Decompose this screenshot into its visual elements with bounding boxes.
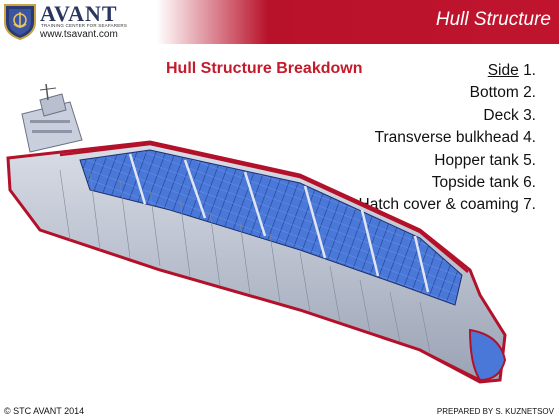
shield-logo-icon	[4, 4, 36, 40]
legend-label: Side	[487, 62, 519, 79]
side-frames	[59, 169, 431, 353]
header-bar	[0, 0, 559, 44]
bow-bulb	[468, 328, 507, 382]
superstructure	[21, 83, 83, 153]
legend-number: 1.	[523, 62, 536, 79]
legend-number: 4.	[523, 129, 536, 147]
legend-label: Topside tank	[431, 174, 519, 192]
transverse-bulkheads	[128, 153, 430, 293]
legend-number: 6.	[523, 174, 536, 192]
brand-url[interactable]: www.tsavant.com	[40, 29, 118, 40]
legend-item-bottom: Bottom 2.	[359, 82, 536, 104]
section-title: Hull Structure Breakdown	[166, 60, 363, 77]
legend-number: 5.	[523, 151, 536, 169]
ship-hull-cutaway-illustration	[6, 83, 507, 384]
bottom-line	[39, 228, 481, 382]
legend-item-hopper-tank: Hopper tank 5.	[359, 150, 536, 172]
deck-edge	[59, 142, 469, 273]
legend-number: 3.	[523, 106, 536, 124]
legend-item-topside-tank: Topside tank 6.	[359, 172, 536, 194]
legend-number: 7.	[523, 196, 536, 214]
legend-item-hatch-cover: Hatch cover & coaming 7.	[359, 194, 537, 216]
legend-label: Hatch cover & coaming	[358, 196, 519, 214]
legend-label: Transverse bulkhead	[374, 129, 519, 147]
brand-name: AVANT	[40, 1, 118, 26]
legend-label: Hopper tank	[434, 151, 519, 169]
legend-item-side: Side 1.	[359, 60, 536, 82]
cargo-holds	[79, 149, 463, 306]
legend-item-transverse-bulkhead: Transverse bulkhead 4.	[359, 127, 536, 149]
legend-number: 2.	[523, 84, 536, 102]
legend-label: Bottom	[469, 84, 519, 102]
copyright-text: © STC AVANT 2014	[4, 406, 85, 416]
legend-list: Side 1. Bottom 2. Deck 3. Transverse bul…	[359, 60, 537, 217]
prepared-by-text: PREPARED BY S. KUZNETSOV	[436, 407, 554, 416]
brand-tagline: TRAINING CENTER FOR SEAFARERS	[41, 23, 128, 28]
slide-title: Hull Structure	[435, 9, 551, 30]
legend-label: Deck	[483, 106, 519, 124]
legend-item-deck: Deck 3.	[359, 105, 536, 127]
